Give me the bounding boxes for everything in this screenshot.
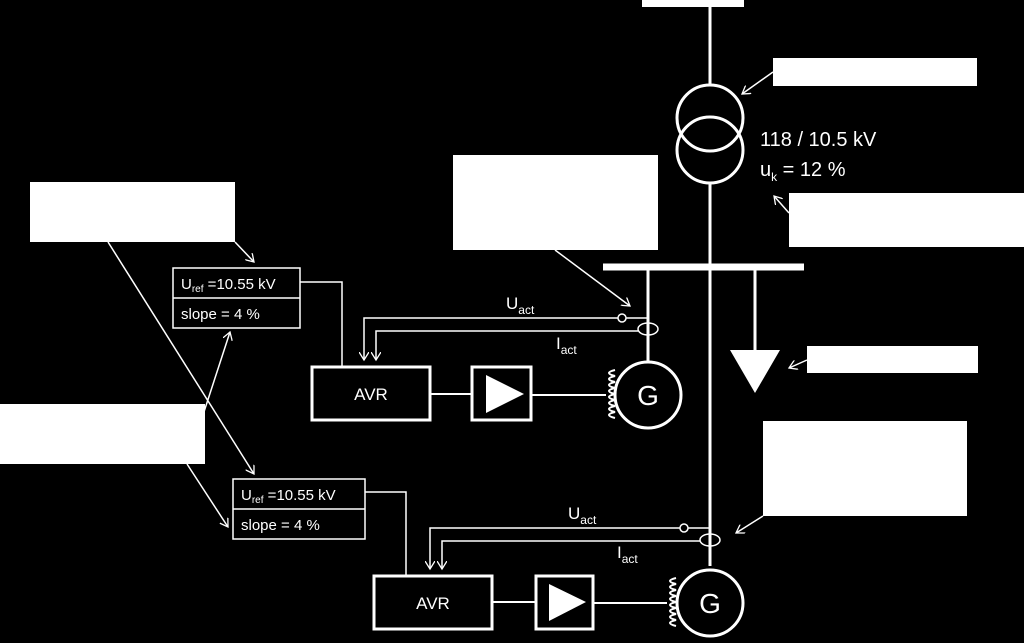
iact-top-line xyxy=(376,330,638,360)
busbar-label-box xyxy=(453,155,658,250)
controller-bottom-slope: slope = 4 % xyxy=(241,517,320,534)
load-label-box xyxy=(807,346,978,373)
controller-bottom-pointer-arrow xyxy=(186,463,228,527)
transformer-pointer-arrow xyxy=(742,71,774,94)
iact-bottom-label: Iact xyxy=(617,543,638,566)
iact-bottom-line xyxy=(442,540,700,569)
avr-top-label: AVR xyxy=(354,385,388,404)
ct-bottom-icon xyxy=(699,533,721,547)
setpoint-top-line xyxy=(300,281,343,367)
avr-bottom-label: AVR xyxy=(416,594,450,613)
tap-pointer-arrow xyxy=(774,196,790,214)
generator-bottom-label: G xyxy=(699,588,721,619)
ct-top-icon xyxy=(637,322,659,336)
controller-top-to-bottom-arrow xyxy=(107,241,254,474)
amplifier-top-icon xyxy=(486,375,524,413)
measurement-label-box xyxy=(763,421,967,516)
controller-label-box-bottom xyxy=(0,404,205,464)
vt-bottom-icon xyxy=(679,523,689,533)
excitation-winding-top-icon xyxy=(608,369,616,419)
transformer-label-box xyxy=(773,58,977,86)
uact-bottom-label: Uact xyxy=(568,504,597,527)
vt-top-icon xyxy=(617,313,627,323)
avr-top xyxy=(310,365,432,422)
controller-label-box-top xyxy=(30,182,235,242)
generator-top-label: G xyxy=(637,380,659,411)
transformer-ratio: 118 / 10.5 kV xyxy=(760,129,877,151)
busbar-pointer-arrow xyxy=(554,249,630,306)
load-arrow-icon xyxy=(730,350,780,393)
uact-top-line xyxy=(364,317,618,360)
measurement-pointer-arrow xyxy=(736,515,764,533)
grid-label-box xyxy=(642,0,744,7)
iact-top-label: Iact xyxy=(556,334,577,357)
uact-top-label: Uact xyxy=(506,294,535,317)
controller-top-slope: slope = 4 % xyxy=(181,306,260,323)
excitation-winding-bottom-icon xyxy=(669,577,677,627)
controller-bottom-to-top-arrow xyxy=(186,332,230,465)
transformer-winding-hv xyxy=(675,83,745,153)
amplifier-bottom-icon xyxy=(549,584,586,621)
controller-bottom-uref: Uref =10.55 kV xyxy=(241,487,336,506)
setpoint-bottom-line xyxy=(365,491,407,576)
uact-bottom-line xyxy=(430,527,680,569)
controller-top-uref: Uref =10.55 kV xyxy=(181,276,276,295)
avr-bottom xyxy=(372,574,494,631)
tap-label-box xyxy=(789,193,1024,247)
controller-top-pointer-arrow xyxy=(234,241,254,262)
generator-bottom-icon xyxy=(675,568,745,638)
load-pointer-arrow xyxy=(789,359,808,368)
transformer-uk: uk = 12 % xyxy=(760,159,846,184)
